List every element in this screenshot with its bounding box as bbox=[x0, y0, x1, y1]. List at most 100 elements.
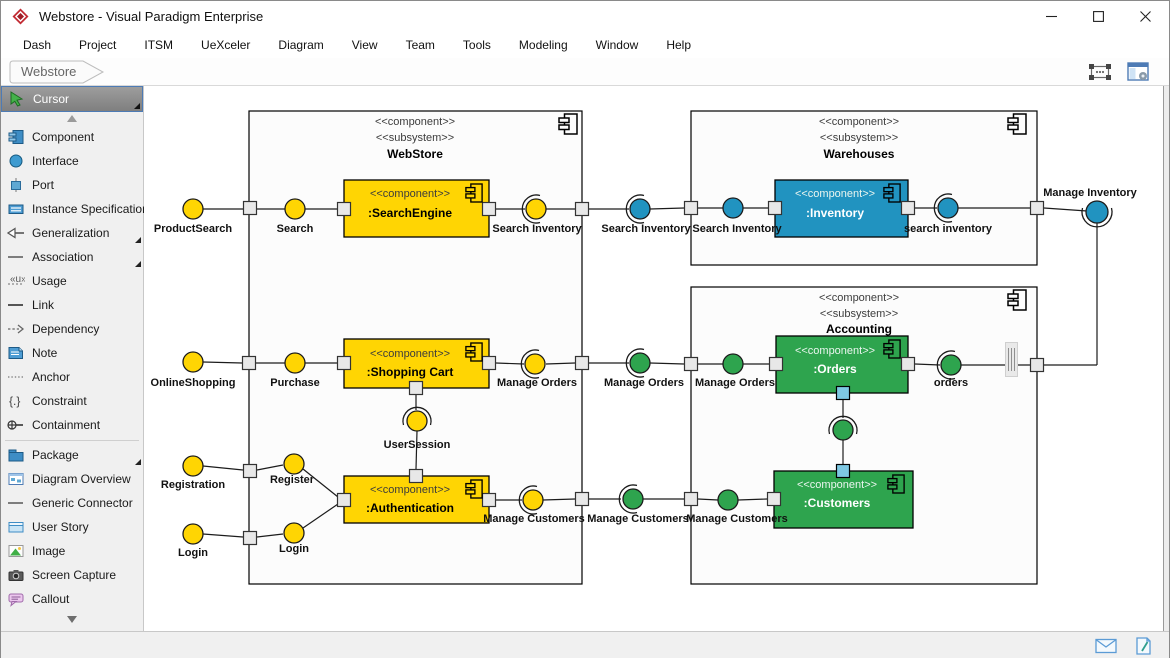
diagram-canvas[interactable]: <<component>> <<subsystem>> WebStore <<c… bbox=[144, 86, 1163, 631]
tool-component[interactable]: Component bbox=[1, 125, 143, 149]
port bbox=[683, 200, 699, 216]
diagram-overview-icon bbox=[8, 473, 24, 485]
interface-purchase bbox=[284, 352, 306, 374]
menu-modeling[interactable]: Modeling bbox=[518, 37, 568, 52]
menu-help[interactable]: Help bbox=[666, 37, 691, 52]
tool-interface[interactable]: Interface bbox=[1, 149, 143, 173]
tool-generic-connector[interactable]: Generic Connector bbox=[1, 491, 143, 515]
port-icon bbox=[11, 178, 21, 192]
maximize-button[interactable] bbox=[1075, 1, 1122, 31]
tool-anchor[interactable]: Anchor bbox=[1, 365, 143, 389]
stereotype: <<component>> bbox=[795, 345, 875, 357]
port bbox=[683, 491, 699, 507]
interface-label: Manage Customers bbox=[483, 513, 584, 525]
interface-label: Manage Customers bbox=[587, 513, 688, 525]
fit-size-icon[interactable] bbox=[1087, 62, 1113, 82]
interface-label: Manage Orders bbox=[695, 377, 775, 389]
tool-usage[interactable]: «u» Usage bbox=[1, 269, 143, 293]
tool-association[interactable]: Association bbox=[1, 245, 143, 269]
interface-icon bbox=[9, 154, 23, 168]
port-selected bbox=[835, 463, 851, 479]
interface-product-search bbox=[182, 198, 204, 220]
tool-image[interactable]: Image bbox=[1, 539, 143, 563]
menu-team[interactable]: Team bbox=[405, 37, 435, 52]
note-icon bbox=[8, 347, 23, 359]
tool-containment[interactable]: Containment bbox=[1, 413, 143, 437]
interface-search-inventory-2 bbox=[629, 198, 651, 220]
tool-label: Instance Specification bbox=[32, 202, 149, 216]
port bbox=[336, 492, 352, 508]
menu-view[interactable]: View bbox=[351, 37, 378, 52]
tool-label: Anchor bbox=[32, 370, 71, 384]
document-edit-icon[interactable] bbox=[1135, 636, 1153, 655]
menu-uexceler[interactable]: UeXceler bbox=[201, 37, 251, 52]
close-button[interactable] bbox=[1122, 1, 1169, 31]
menu-tools[interactable]: Tools bbox=[462, 37, 491, 52]
generic-connector-icon bbox=[8, 502, 23, 504]
menu-diagram[interactable]: Diagram bbox=[278, 37, 324, 52]
tool-user-story[interactable]: User Story bbox=[1, 515, 143, 539]
subsystem-name: Warehouses bbox=[824, 147, 895, 161]
tool-generalization[interactable]: Generalization bbox=[1, 221, 143, 245]
tool-dependency[interactable]: Dependency bbox=[1, 317, 143, 341]
scroll-down-icon bbox=[67, 615, 77, 623]
stereotype: <<subsystem>> bbox=[820, 132, 898, 144]
titlebar: Webstore - Visual Paradigm Enterprise bbox=[1, 1, 1169, 31]
app-logo-icon bbox=[12, 8, 29, 24]
interface-search-inventory-3 bbox=[722, 197, 744, 219]
component-orders[interactable] bbox=[775, 335, 909, 394]
tool-diagram-overview[interactable]: Diagram Overview bbox=[1, 467, 143, 491]
maximize-icon bbox=[1093, 10, 1104, 22]
mail-icon[interactable] bbox=[1095, 638, 1117, 654]
scroll-up-icon bbox=[67, 115, 77, 122]
tool-callout[interactable]: Callout bbox=[1, 587, 143, 611]
tool-label: Note bbox=[32, 346, 58, 360]
breadcrumb[interactable]: Webstore bbox=[9, 60, 105, 84]
association-icon bbox=[8, 256, 23, 258]
menu-project[interactable]: Project bbox=[79, 37, 117, 52]
palette-scroll-down[interactable] bbox=[1, 611, 143, 627]
tool-cursor[interactable]: Cursor bbox=[1, 86, 143, 112]
tool-label: Association bbox=[32, 250, 94, 264]
tool-label: Image bbox=[32, 544, 66, 558]
interface-label: Registration bbox=[161, 479, 225, 491]
interface-label: Manage Customers bbox=[686, 513, 787, 525]
interface-user-session bbox=[406, 410, 428, 432]
panel-gear-icon[interactable] bbox=[1127, 61, 1151, 82]
user-story-icon bbox=[8, 522, 24, 533]
instance-specification-icon bbox=[8, 204, 24, 214]
menu-dash[interactable]: Dash bbox=[23, 37, 52, 52]
interface-manage-customers-1 bbox=[522, 489, 544, 511]
menu-window[interactable]: Window bbox=[595, 37, 639, 52]
port bbox=[408, 380, 424, 396]
connectors[interactable] bbox=[202, 207, 1098, 538]
interface-balls[interactable] bbox=[182, 197, 1109, 545]
interface-manage-customers-2 bbox=[622, 488, 644, 510]
panel-collapse-grip[interactable] bbox=[1005, 342, 1018, 377]
palette-scroll-up[interactable] bbox=[1, 112, 143, 125]
minimize-icon bbox=[1046, 15, 1057, 17]
tool-label: Cursor bbox=[33, 92, 70, 106]
port bbox=[242, 530, 258, 546]
tool-note[interactable]: Note bbox=[1, 341, 143, 365]
tool-label: Port bbox=[32, 178, 55, 192]
ports[interactable] bbox=[241, 200, 1045, 546]
palette-separator bbox=[5, 440, 139, 441]
tool-instance-specification[interactable]: Instance Specification bbox=[1, 197, 149, 221]
component-shopping-cart[interactable] bbox=[343, 338, 490, 389]
stereotype: <<component>> bbox=[375, 116, 455, 128]
interface-label: Login bbox=[279, 543, 309, 555]
tool-constraint[interactable]: {.} Constraint bbox=[1, 389, 143, 413]
tool-label: Generalization bbox=[32, 226, 110, 240]
tool-screen-capture[interactable]: Screen Capture bbox=[1, 563, 143, 587]
port bbox=[336, 355, 352, 371]
component-name: :Shopping Cart bbox=[367, 365, 454, 379]
component-name: :SearchEngine bbox=[368, 206, 452, 220]
tool-port[interactable]: Port bbox=[1, 173, 143, 197]
menu-itsm[interactable]: ITSM bbox=[144, 37, 174, 52]
minimize-button[interactable] bbox=[1028, 1, 1075, 31]
stereotype: <<component>> bbox=[370, 188, 450, 200]
tool-link[interactable]: Link bbox=[1, 293, 143, 317]
screen-capture-icon bbox=[8, 570, 24, 581]
tool-package[interactable]: Package bbox=[1, 443, 143, 467]
